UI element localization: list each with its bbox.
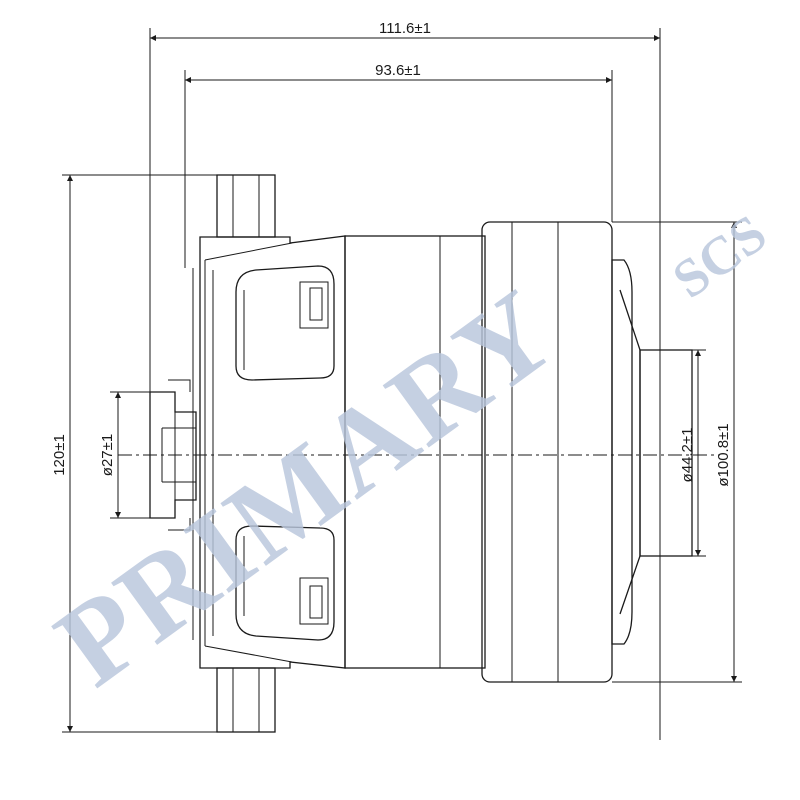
- dimension-lines: [62, 28, 742, 740]
- motor-outline: [149, 174, 693, 733]
- top-mounting-lug: [216, 174, 276, 238]
- dim-shaft-diameter: ø27±1: [99, 434, 116, 476]
- watermark-scs: SCS: [662, 203, 777, 310]
- cooling-slot-upper: [235, 265, 335, 381]
- dim-flange-diameter: ø44.2±1: [679, 428, 696, 483]
- motor-body: [344, 235, 486, 669]
- rear-flange: [639, 349, 693, 557]
- shaft-nose: [149, 391, 197, 519]
- dim-overall-height: 120±1: [51, 434, 68, 476]
- dim-body-diameter: ø100.8±1: [715, 423, 732, 486]
- dim-overall-length: 111.6±1: [379, 20, 431, 37]
- rear-flange-taper: [619, 289, 641, 615]
- bottom-mounting-lug: [216, 667, 276, 733]
- watermark-primary: PRIMARY: [33, 264, 579, 711]
- dim-body-length: 93.6±1: [375, 62, 421, 79]
- rear-cap: [611, 259, 633, 645]
- cooling-slot-lower: [235, 525, 335, 641]
